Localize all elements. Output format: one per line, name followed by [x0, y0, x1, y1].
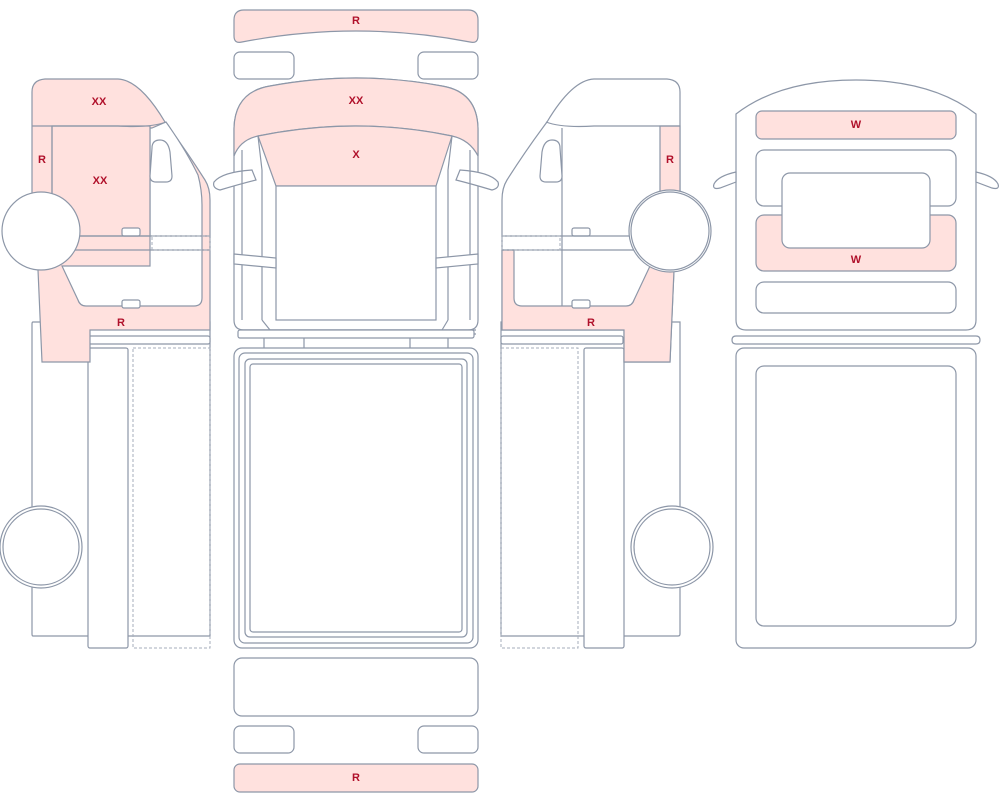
top-view: R XX X R: [213, 9, 499, 793]
right-rocker-label: R: [587, 317, 595, 329]
left-mirror[interactable]: [149, 139, 173, 183]
top-right-mirror[interactable]: [455, 169, 499, 191]
right-side-view: R R: [500, 78, 714, 649]
left-roof-rail-label: XX: [92, 96, 107, 108]
left-rocker-label: R: [117, 317, 125, 329]
front-bumper[interactable]: [233, 9, 479, 43]
right-a-pillar-label: R: [666, 154, 674, 166]
cab-roof: [275, 185, 437, 321]
rear-view: W W: [713, 79, 999, 649]
left-side-view: XX R XX R: [0, 78, 211, 649]
rear-cargo-doors[interactable]: [755, 365, 957, 627]
rear-right-mirror[interactable]: [975, 171, 999, 190]
rear-bumper[interactable]: [233, 763, 479, 793]
left-front-wheel[interactable]: [1, 191, 81, 271]
windshield[interactable]: [257, 125, 453, 187]
right-rear-door[interactable]: [583, 347, 625, 649]
left-door-handle[interactable]: [121, 227, 141, 237]
left-lower-strip: [87, 335, 211, 345]
cargo-roof-panel[interactable]: [249, 363, 463, 633]
rear-window-upper-label: W: [851, 119, 862, 131]
rear-left-mirror[interactable]: [713, 171, 737, 190]
left-a-pillar-label: R: [38, 154, 46, 166]
rear-left-light[interactable]: [233, 725, 295, 754]
left-door-window-label: XX: [93, 175, 108, 187]
rear-window-upper[interactable]: [755, 110, 957, 140]
left-rear-wheel[interactable]: [2, 508, 80, 586]
left-sliding-door-outline: [132, 347, 211, 649]
rear-bumper-label: R: [352, 772, 360, 784]
front-left-light[interactable]: [233, 51, 295, 80]
hood-label: XX: [349, 95, 364, 107]
top-left-mirror[interactable]: [213, 169, 257, 191]
right-mirror[interactable]: [539, 139, 563, 183]
rear-center-panel[interactable]: [781, 172, 931, 249]
front-right-light[interactable]: [417, 51, 479, 80]
right-front-wheel[interactable]: [630, 191, 710, 271]
left-rear-door[interactable]: [87, 347, 129, 649]
rear-right-light[interactable]: [417, 725, 479, 754]
right-rear-wheel[interactable]: [633, 508, 711, 586]
rear-window-lower-label: W: [851, 254, 862, 266]
front-bumper-label: R: [352, 15, 360, 27]
rear-step[interactable]: [233, 657, 479, 717]
windshield-label: X: [352, 149, 360, 161]
rear-bumper-strip: [755, 281, 957, 314]
